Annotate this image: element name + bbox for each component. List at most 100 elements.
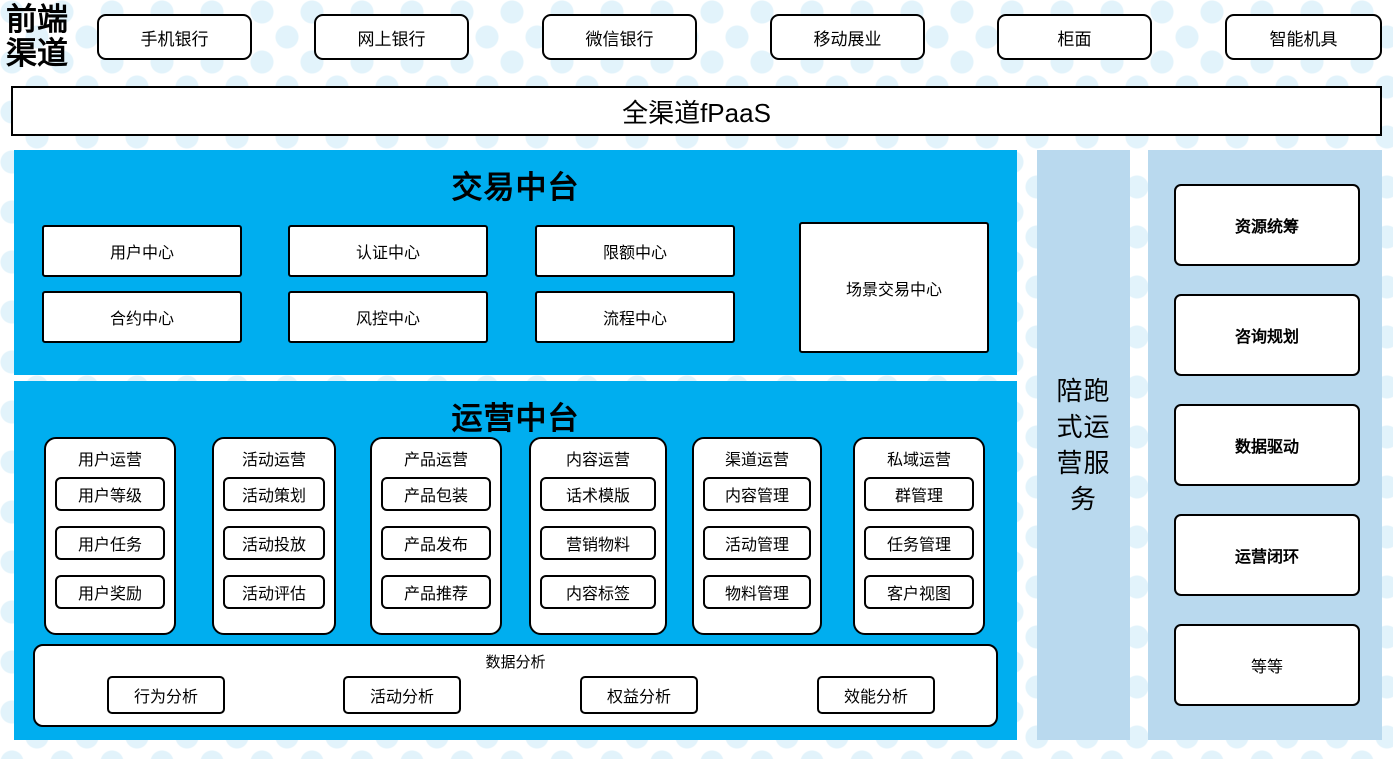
transaction-center-box-1[interactable]: 用户中心 [42,225,242,277]
companion-service-label: 陪跑式运营服务 [1056,376,1111,514]
operations-item-5-3[interactable]: 物料管理 [703,575,811,609]
data-analysis-item-label: 行为分析 [133,689,198,706]
data-analysis-item-1[interactable]: 行为分析 [107,676,225,714]
channel-box-label: 手机银行 [140,29,209,49]
data-analysis-box: 数据分析 行为分析 活动分析 权益分析 效能分析 [33,644,998,727]
operations-column-5: 渠道运营内容管理活动管理物料管理 [692,437,822,635]
service-capability-box-5[interactable]: 等等 [1174,624,1360,706]
operations-item-label: 产品发布 [403,537,468,554]
channel-box-1[interactable]: 手机银行 [97,14,252,60]
channel-box-label: 网上银行 [357,29,426,49]
operations-item-label: 活动管理 [724,537,789,554]
operations-item-3-2[interactable]: 产品发布 [381,526,491,560]
data-analysis-title: 数据分析 [485,654,546,671]
service-capability-label: 数据驱动 [1234,439,1299,456]
data-analysis-item-2[interactable]: 活动分析 [343,676,461,714]
operations-item-label: 营销物料 [565,537,630,554]
operations-item-5-2[interactable]: 活动管理 [703,526,811,560]
service-capability-box-4[interactable]: 运营闭环 [1174,514,1360,596]
transaction-center-box-label: 合约中心 [109,311,174,328]
operations-item-label: 活动评估 [241,586,306,603]
transaction-center-box-label: 用户中心 [109,245,174,262]
operations-item-4-2[interactable]: 营销物料 [540,526,656,560]
scene-transaction-center-label: 场景交易中心 [845,281,942,299]
transaction-center-box-2[interactable]: 认证中心 [288,225,488,277]
operations-column-title: 内容运营 [565,452,630,469]
omnichannel-fpaas-bar: 全渠道fPaaS [11,86,1382,136]
service-capability-box-3[interactable]: 数据驱动 [1174,404,1360,486]
operations-item-label: 客户视图 [886,586,951,603]
operations-column-title: 用户运营 [77,452,142,469]
channel-box-3[interactable]: 微信银行 [542,14,697,60]
channel-box-label: 智能机具 [1269,29,1338,49]
service-capability-column: 资源统筹咨询规划数据驱动运营闭环等等 [1148,150,1382,740]
operations-column-4: 内容运营话术模版营销物料内容标签 [529,437,667,635]
operations-item-label: 群管理 [894,488,943,505]
channel-box-label: 柜面 [1057,29,1092,49]
operations-column-2: 活动运营活动策划活动投放活动评估 [212,437,336,635]
operations-item-label: 用户奖励 [77,586,142,603]
channel-box-label: 移动展业 [813,29,882,49]
operations-item-label: 活动投放 [241,537,306,554]
operations-item-1-1[interactable]: 用户等级 [55,477,165,511]
operations-item-label: 产品推荐 [403,586,468,603]
operations-column-title: 渠道运营 [724,452,789,469]
operations-item-label: 用户等级 [77,488,142,505]
operations-item-label: 内容管理 [724,488,789,505]
operations-item-label: 物料管理 [724,586,789,603]
operations-column-6: 私域运营群管理任务管理客户视图 [853,437,985,635]
data-analysis-item-label: 活动分析 [369,689,434,706]
service-capability-box-2[interactable]: 咨询规划 [1174,294,1360,376]
companion-service-column: 陪跑式运营服务 [1037,150,1130,740]
transaction-center-box-4[interactable]: 合约中心 [42,291,242,343]
channel-box-label: 微信银行 [585,29,654,49]
operations-item-1-3[interactable]: 用户奖励 [55,575,165,609]
operations-item-2-3[interactable]: 活动评估 [223,575,325,609]
operations-item-5-1[interactable]: 内容管理 [703,477,811,511]
transaction-center-box-3[interactable]: 限额中心 [535,225,735,277]
transaction-center-box-label: 限额中心 [602,245,667,262]
operations-column-3: 产品运营产品包装产品发布产品推荐 [370,437,502,635]
operations-item-6-1[interactable]: 群管理 [864,477,974,511]
operations-column-1: 用户运营用户等级用户任务用户奖励 [44,437,176,635]
operations-item-label: 用户任务 [77,537,142,554]
channel-box-6[interactable]: 智能机具 [1225,14,1382,60]
service-capability-box-1[interactable]: 资源统筹 [1174,184,1360,266]
operations-item-2-1[interactable]: 活动策划 [223,477,325,511]
operations-item-4-1[interactable]: 话术模版 [540,477,656,511]
service-capability-label: 运营闭环 [1234,549,1299,566]
operations-item-3-1[interactable]: 产品包装 [381,477,491,511]
service-capability-label: 等等 [1250,659,1283,676]
operations-item-label: 产品包装 [403,488,468,505]
operations-center-title: 运营中台 [451,401,580,436]
operations-item-6-2[interactable]: 任务管理 [864,526,974,560]
service-capability-label: 咨询规划 [1234,329,1299,346]
operations-item-6-3[interactable]: 客户视图 [864,575,974,609]
scene-transaction-center-box[interactable]: 场景交易中心 [799,222,989,353]
transaction-center-box-label: 风控中心 [355,311,420,328]
transaction-center-title: 交易中台 [451,170,580,205]
channel-box-4[interactable]: 移动展业 [770,14,925,60]
operations-item-label: 内容标签 [565,586,630,603]
service-capability-label: 资源统筹 [1234,219,1299,236]
operations-column-title: 活动运营 [241,452,306,469]
data-analysis-item-4[interactable]: 效能分析 [817,676,935,714]
transaction-center-box-label: 认证中心 [355,245,420,262]
transaction-center-box-6[interactable]: 流程中心 [535,291,735,343]
transaction-center-box-5[interactable]: 风控中心 [288,291,488,343]
data-analysis-item-3[interactable]: 权益分析 [580,676,698,714]
operations-column-title: 私域运营 [886,452,951,469]
channel-box-5[interactable]: 柜面 [997,14,1152,60]
operations-item-label: 任务管理 [886,537,951,554]
operations-item-1-2[interactable]: 用户任务 [55,526,165,560]
front-channel-section-label: 前端渠道 [6,2,68,71]
channel-box-2[interactable]: 网上银行 [314,14,469,60]
operations-item-2-2[interactable]: 活动投放 [223,526,325,560]
operations-item-3-3[interactable]: 产品推荐 [381,575,491,609]
operations-item-4-3[interactable]: 内容标签 [540,575,656,609]
data-analysis-item-label: 效能分析 [843,689,908,706]
data-analysis-item-label: 权益分析 [606,689,671,706]
transaction-center-box-label: 流程中心 [602,311,667,328]
operations-item-label: 活动策划 [241,488,306,505]
